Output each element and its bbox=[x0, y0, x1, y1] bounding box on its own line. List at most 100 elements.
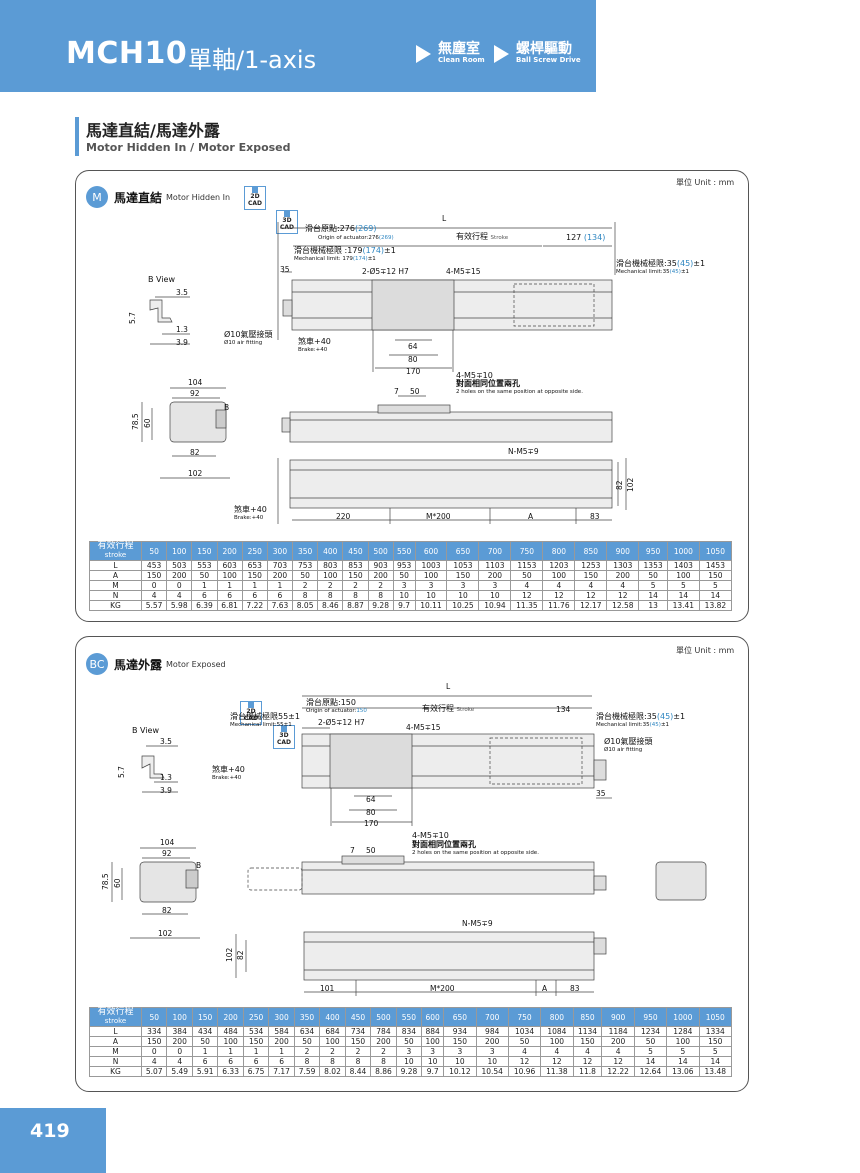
table-cell: 10.54 bbox=[475, 1066, 509, 1077]
svg-text:83: 83 bbox=[570, 984, 580, 993]
svg-text:滑台原點:150: 滑台原點:150 bbox=[306, 697, 356, 707]
table-cell: 684 bbox=[319, 1026, 346, 1037]
table-cell: 1284 bbox=[666, 1026, 700, 1037]
stroke-col: 850 bbox=[574, 541, 608, 561]
svg-text:50: 50 bbox=[410, 387, 420, 396]
table-cell: 150 bbox=[572, 1036, 603, 1047]
table-cell: 8 bbox=[344, 1056, 372, 1067]
stroke-col: 1000 bbox=[666, 1007, 700, 1027]
cad-2d-icon[interactable]: 2D CAD bbox=[240, 701, 262, 725]
table-cell: 50 bbox=[507, 1036, 542, 1047]
table-cell: 6.75 bbox=[242, 1066, 270, 1077]
svg-text:127 (134): 127 (134) bbox=[566, 233, 605, 242]
svg-text:92: 92 bbox=[162, 849, 172, 858]
actuator-body-side bbox=[289, 411, 613, 443]
cad-3d-icon[interactable]: 3D CAD bbox=[273, 725, 295, 749]
svg-text:煞車+40: 煞車+40 bbox=[234, 504, 267, 514]
svg-text:Ø10氣壓接頭: Ø10氣壓接頭 bbox=[604, 736, 652, 746]
svg-text:102: 102 bbox=[225, 947, 234, 962]
cad-label: 3D CAD bbox=[276, 732, 292, 746]
unit-label: 單位 Unit : mm bbox=[676, 646, 735, 655]
table-cell: 5.57 bbox=[140, 600, 168, 611]
table-cell: 4 bbox=[540, 1046, 574, 1057]
table-cell: 13.06 bbox=[666, 1066, 700, 1077]
stroke-col: 850 bbox=[572, 1007, 603, 1027]
svg-text:B: B bbox=[196, 861, 201, 870]
table-cell: 6 bbox=[268, 1056, 295, 1067]
table-cell: 534 bbox=[242, 1026, 270, 1037]
svg-text:M*200: M*200 bbox=[426, 512, 451, 521]
svg-text:2 holes on the same position a: 2 holes on the same position at opposite… bbox=[412, 850, 539, 856]
page-number: 419 bbox=[0, 1108, 106, 1173]
stroke-col: 200 bbox=[217, 1007, 244, 1027]
table-cell: 9.28 bbox=[395, 1066, 423, 1077]
table-cell: 5 bbox=[698, 1046, 733, 1057]
table-cell: 10 bbox=[421, 1056, 445, 1067]
stroke-col: 550 bbox=[392, 541, 416, 561]
table-cell: 200 bbox=[370, 1036, 397, 1047]
cad-2d-icon[interactable]: 2D CAD bbox=[244, 186, 266, 210]
table-cell: 1184 bbox=[601, 1026, 635, 1037]
svg-text:5.7: 5.7 bbox=[117, 766, 126, 778]
svg-text:2 holes on the same position a: 2 holes on the same position at opposite… bbox=[456, 389, 583, 395]
svg-text:Ø10氣壓接頭: Ø10氣壓接頭 bbox=[224, 329, 272, 339]
svg-text:101: 101 bbox=[320, 984, 335, 993]
stroke-col: 50 bbox=[140, 541, 168, 561]
table-cell: 1 bbox=[268, 1046, 295, 1057]
svg-text:220: 220 bbox=[336, 512, 351, 521]
table-cell: 8 bbox=[293, 1056, 321, 1067]
stroke-col: 900 bbox=[606, 541, 640, 561]
variant-badge: BC bbox=[86, 653, 108, 675]
svg-text:102: 102 bbox=[188, 469, 203, 478]
row-label: A bbox=[89, 1036, 142, 1047]
stroke-col: 450 bbox=[344, 1007, 372, 1027]
svg-text:Ø10 air fitting: Ø10 air fitting bbox=[224, 339, 262, 346]
table-cell: 100 bbox=[421, 1036, 445, 1047]
stroke-col: 750 bbox=[507, 1007, 542, 1027]
svg-text:A: A bbox=[542, 984, 548, 993]
stroke-col: 550 bbox=[395, 1007, 423, 1027]
svg-text:78.5: 78.5 bbox=[101, 873, 110, 890]
panel-title-en: Motor Hidden In bbox=[166, 192, 231, 202]
table-cell: 1 bbox=[242, 1046, 270, 1057]
table-cell: 934 bbox=[443, 1026, 477, 1037]
stroke-col: 250 bbox=[242, 1007, 270, 1027]
table-cell: 50 bbox=[633, 1036, 668, 1047]
table-cell: 2 bbox=[319, 1046, 346, 1057]
table-cell: 434 bbox=[191, 1026, 219, 1037]
stroke-col: 450 bbox=[342, 541, 369, 561]
table-cell: 1084 bbox=[540, 1026, 574, 1037]
table-cell: 5 bbox=[666, 1046, 700, 1057]
table-cell: 634 bbox=[293, 1026, 321, 1037]
table-cell: 12 bbox=[507, 1056, 542, 1067]
table-cell: 1 bbox=[217, 1046, 244, 1057]
svg-text:35: 35 bbox=[596, 789, 606, 798]
svg-text:M*200: M*200 bbox=[430, 984, 455, 993]
svg-text:1.3: 1.3 bbox=[176, 325, 188, 334]
stroke-col: 200 bbox=[216, 541, 243, 561]
table-cell: 10 bbox=[475, 1056, 509, 1067]
stroke-col: 750 bbox=[510, 541, 544, 561]
stroke-col: 500 bbox=[370, 1007, 397, 1027]
table-cell: 584 bbox=[268, 1026, 295, 1037]
table-cell: 3 bbox=[421, 1046, 445, 1057]
svg-text:L: L bbox=[446, 682, 451, 691]
svg-text:104: 104 bbox=[160, 838, 175, 847]
actuator-body-bottom bbox=[289, 459, 613, 509]
svg-text:B: B bbox=[224, 403, 229, 412]
pin-label: 2-Ø5∓12 H7 bbox=[362, 267, 409, 276]
svg-text:3.5: 3.5 bbox=[176, 288, 188, 297]
table-cell: 734 bbox=[344, 1026, 372, 1037]
b-view-label: B View bbox=[148, 275, 175, 284]
table-cell: 8.44 bbox=[344, 1066, 372, 1077]
stroke-col: 1050 bbox=[698, 1007, 733, 1027]
table-cell: 200 bbox=[166, 1036, 193, 1047]
stroke-col: 350 bbox=[293, 1007, 321, 1027]
table-cell: 8.02 bbox=[319, 1066, 346, 1077]
tag-cn: 無塵室 bbox=[438, 41, 480, 57]
svg-text:Mechanical limit:35(45)±1: Mechanical limit:35(45)±1 bbox=[596, 722, 669, 728]
